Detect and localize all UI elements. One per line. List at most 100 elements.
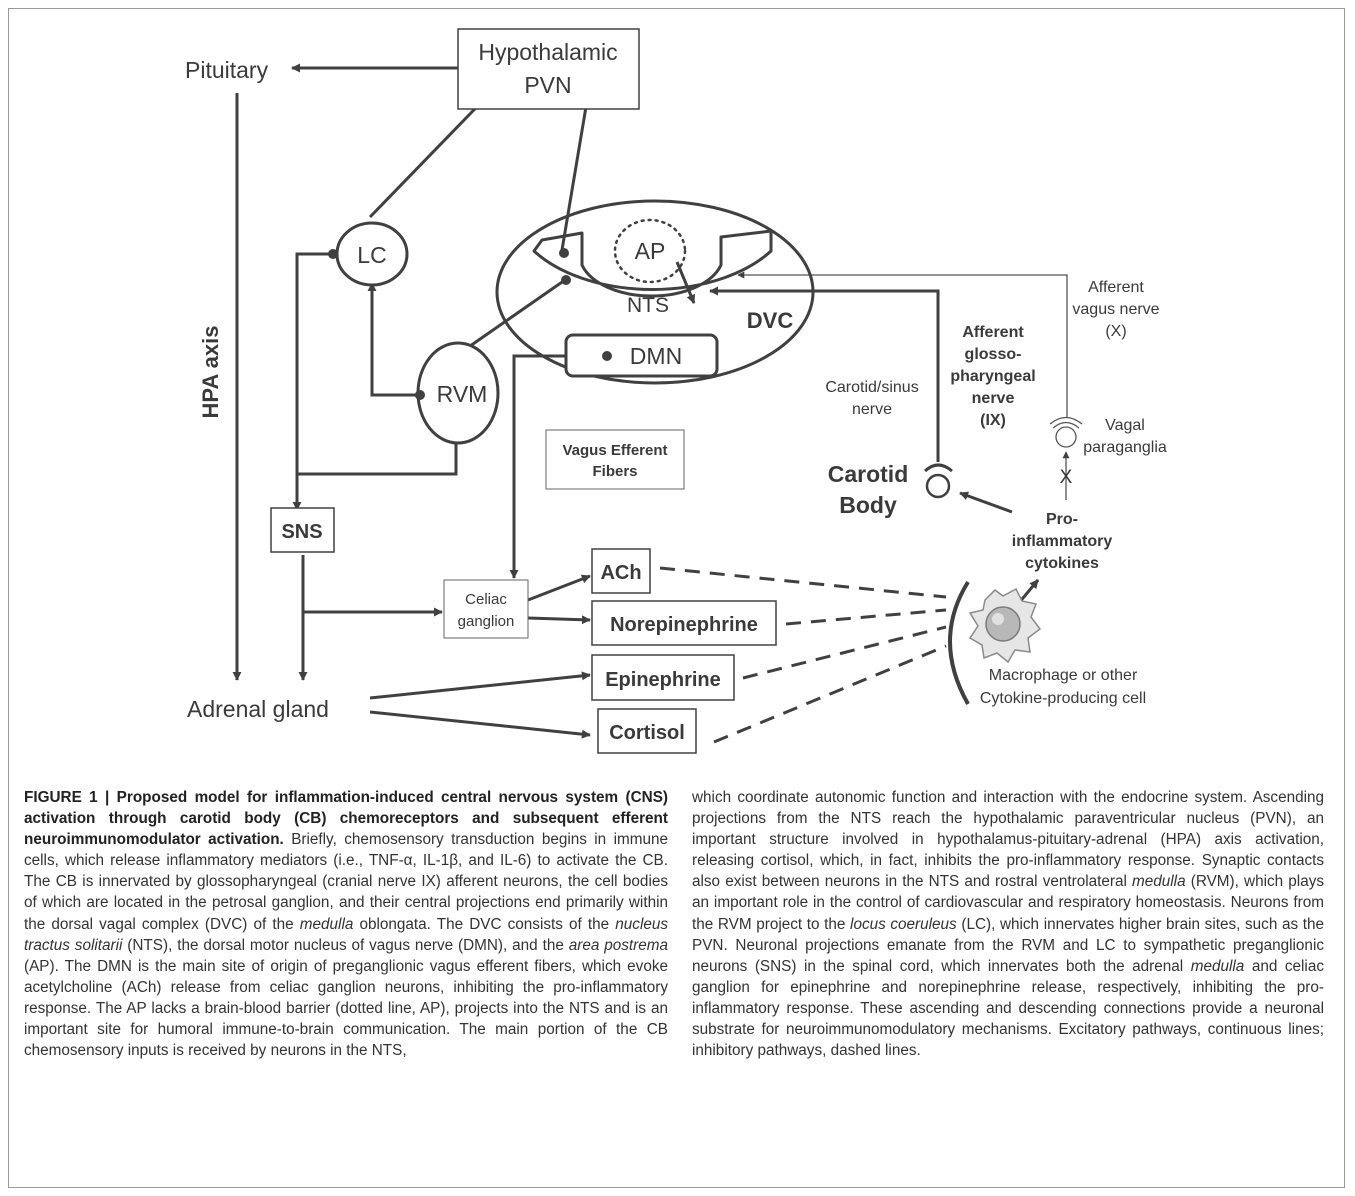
nts-rvm-terminal-dot [561, 275, 571, 285]
nts-region [532, 229, 773, 298]
afferent-glosso-line2: glosso- [965, 346, 1022, 363]
norepinephrine-inhibition-dash [785, 608, 947, 626]
caption-left-run: Briefly, chemosensory transduction begin… [24, 831, 668, 933]
ach-label: ACh [600, 562, 641, 584]
cortisol-label: Cortisol [609, 722, 685, 744]
vagal-paraganglia-cap [1049, 416, 1083, 425]
epinephrine-box [591, 654, 735, 701]
caption-left-run: medulla [299, 915, 354, 933]
macrophage-line1: Macrophage or other [989, 667, 1138, 684]
caption-left-run: nucleus tractus solitarii [24, 915, 669, 954]
rvm-to-lc-arrow [367, 282, 417, 397]
afferent-glosso-line4: nerve [972, 390, 1015, 407]
afferent-vagus-line3: (X) [1105, 323, 1126, 340]
norepinephrine-box [591, 600, 777, 646]
macrophage-membrane-arc [948, 580, 970, 705]
vagus-efferent-line1: Vagus Efferent [562, 442, 667, 459]
nts-terminal-dot [559, 248, 569, 258]
sns-label: SNS [281, 521, 322, 543]
sns-box [270, 507, 335, 553]
vagus-efferent-box [545, 429, 685, 490]
caption-right-run: locus coeruleus [850, 915, 957, 933]
cortisol-box [597, 708, 697, 754]
nts-to-rvm-arrow [459, 278, 566, 355]
afferent-glosso-line3: pharyngeal [950, 368, 1035, 385]
rvm-label: RVM [437, 381, 488, 407]
caption-right-run: (LC), which innervates higher brain site… [692, 915, 1324, 975]
caption-left-run: area postrema [568, 936, 668, 954]
hpa-axis-label: HPA axis [198, 326, 223, 419]
nts-label: NTS [627, 294, 669, 317]
lc-node [335, 221, 409, 287]
vagal-paraganglia-node [1055, 426, 1077, 448]
caption-right-run: (RVM), which plays an important role in … [692, 873, 1324, 933]
figure-frame [8, 8, 1345, 1188]
pituitary-label: Pituitary [185, 57, 269, 83]
carotid-body-receptor [923, 463, 953, 499]
lc-to-sns-path [292, 252, 337, 511]
rvm-terminal-dot-2 [415, 390, 425, 400]
carotid-sinus-line2: nerve [852, 401, 892, 418]
afferent-glosso-line5: (IX) [980, 412, 1006, 429]
rvm-to-sns-path [297, 443, 458, 476]
figure-label: FIGURE 1 | [24, 789, 117, 806]
adrenal-to-cortisol-arrow [369, 710, 591, 739]
caption-right-run: medulla [1190, 957, 1245, 975]
dvc-label: DVC [747, 308, 794, 333]
vagal-paraganglia-line1: Vagal [1105, 417, 1145, 434]
pvn-label: PVN [524, 72, 571, 98]
dvc-region [495, 199, 815, 385]
hypothalamic-label: Hypothalamic [478, 39, 617, 65]
vagal-block-x: X [1060, 467, 1073, 488]
hypothalamic-pvn-box [457, 28, 640, 110]
afferent-vagus-path [737, 271, 1068, 418]
caption-right-run: and celiac ganglion for epinephrine and … [692, 957, 1324, 1060]
dmn-box [564, 333, 719, 378]
nts-to-pvn-arrow [560, 82, 594, 251]
carotid-body-line2: Body [839, 492, 897, 518]
celiac-to-ach-arrow [527, 574, 591, 602]
celiac-ganglion-box [443, 579, 529, 639]
lc-terminal-dot [328, 249, 338, 259]
ap-region [613, 218, 687, 284]
pro-inflammatory-line2: inflammatory [1012, 533, 1113, 550]
cytokines-to-carotid-body-arrow [959, 491, 1013, 514]
carotid-body-line1: Carotid [828, 461, 909, 487]
dmn-terminal-dot-2 [602, 351, 612, 361]
caption-left-body: Briefly, chemosensory transduction begin… [24, 831, 668, 1059]
lc-label: LC [357, 242, 386, 268]
figure-caption-right-column: which coordinate autonomic function and … [692, 787, 1324, 1061]
ap-label: AP [635, 238, 666, 264]
cortisol-inhibition-dash [713, 644, 947, 744]
ach-box [591, 548, 651, 594]
ach-inhibition-dash [659, 566, 947, 599]
adrenal-to-epinephrine-arrow [369, 671, 591, 700]
vagal-paraganglia-line2: paraganglia [1083, 439, 1167, 456]
pro-inflammatory-line3: cytokines [1025, 555, 1099, 572]
inflammation-cns-diagram: Hypothalamic PVN Pituitary HPA axis LC A… [185, 28, 1167, 754]
carotid-sinus-line1: Carotid/sinus [825, 379, 918, 396]
caption-left-run: (NTS), the dorsal motor nucleus of vagus… [122, 936, 569, 954]
caption-right-run: which coordinate autonomic function and … [692, 789, 1324, 891]
celiac-line1: Celiac [465, 591, 507, 608]
afferent-vagus-line1: Afferent [1088, 279, 1144, 296]
caption-left-run: (AP). The DMN is the main site of origin… [24, 957, 668, 1060]
epinephrine-inhibition-dash [742, 625, 947, 680]
celiac-to-norepinephrine-arrow [527, 615, 591, 625]
vagus-efferent-line2: Fibers [592, 463, 637, 480]
dmn-label: DMN [630, 343, 682, 369]
epinephrine-label: Epinephrine [605, 669, 721, 691]
caption-right-run: medulla [1132, 873, 1186, 891]
macrophage-cell-icon [968, 587, 1042, 664]
ap-to-nts-arrow [675, 261, 696, 304]
celiac-line2: ganglion [458, 613, 515, 630]
glossopharyngeal-afferent-arrow [709, 286, 940, 462]
afferent-glosso-line1: Afferent [962, 324, 1024, 341]
caption-right-body: which coordinate autonomic function and … [692, 789, 1324, 1059]
afferent-vagus-line2: vagus nerve [1072, 301, 1159, 318]
figure-caption-left-column: FIGURE 1 | Proposed model for inflammati… [24, 787, 668, 1061]
figure-title: Proposed model for inflammation-induced … [24, 789, 668, 849]
pro-inflammatory-line1: Pro- [1046, 511, 1078, 528]
macrophage-line2: Cytokine-producing cell [980, 690, 1146, 707]
caption-left-run: oblongata. The DVC consists of the [353, 915, 616, 933]
